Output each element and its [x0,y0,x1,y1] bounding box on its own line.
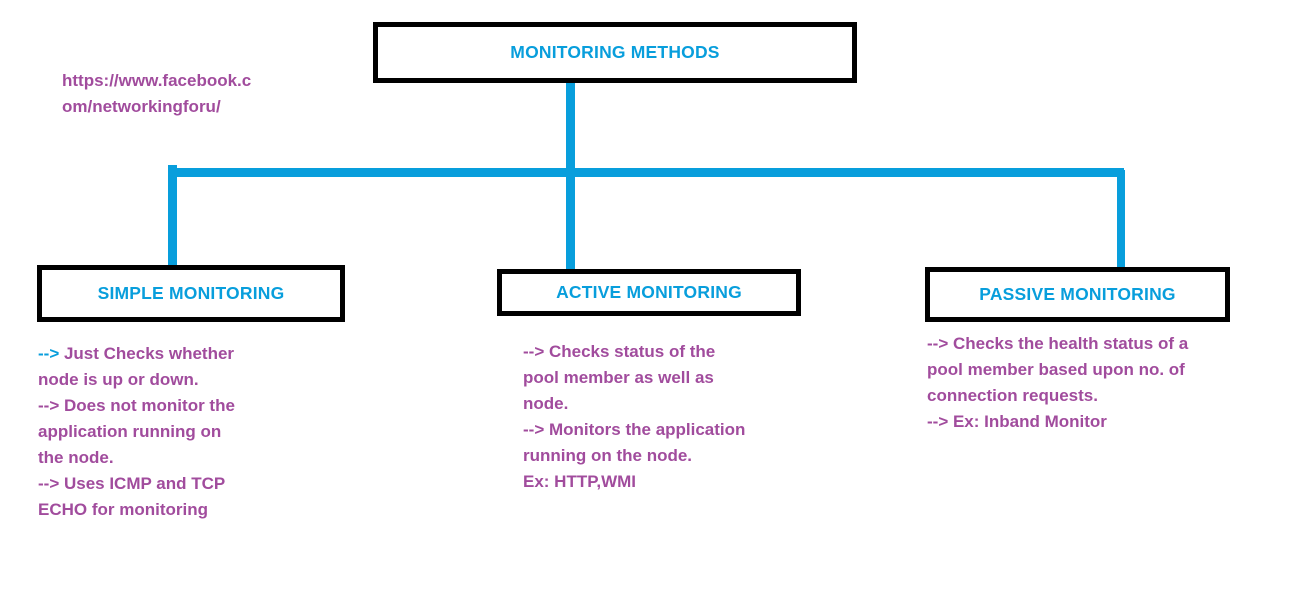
facebook-url-watermark: https://www.facebook.c om/networkingforu… [62,71,252,116]
connector-root-vertical-line [566,82,575,272]
simple-monitoring-description: --> Just Checks whether node is up or do… [38,341,235,523]
active-monitoring-node-box: ACTIVE MONITORING [497,269,801,316]
description-line: Ex: HTTP,WMI [523,472,637,491]
active-monitoring-description: --> Checks status of the pool member as … [523,339,745,495]
description-line: --> Just Checks whether [38,341,235,367]
connector-horizontal-line [168,168,1124,177]
description-line: pool member as well as [523,368,714,387]
description-line: pool member based upon no. of [927,360,1185,379]
description-line: --> Monitors the application [523,420,746,439]
blue-arrow-prefix: --> [38,344,60,363]
description-line: node is up or down. [38,370,199,389]
active-monitoring-title: ACTIVE MONITORING [556,282,742,302]
simple-monitoring-title: SIMPLE MONITORING [97,283,285,303]
passive-monitoring-title: PASSIVE MONITORING [979,284,1176,304]
description-line: --> Checks status of the [523,342,716,361]
description-line: connection requests. [927,386,1098,405]
passive-monitoring-description: --> Checks the health status of a pool m… [927,331,1188,435]
description-line: the node. [38,448,114,467]
description-line: --> Ex: Inband Monitor [927,412,1107,431]
description-line-text: Just Checks whether [59,344,235,363]
description-line: running on the node. [523,446,693,465]
connector-simple-vertical-line [168,165,177,266]
description-line: --> Checks the health status of a [927,334,1189,353]
description-line: application running on [38,422,222,441]
description-line: --> Uses ICMP and TCP [38,474,226,493]
description-line: ECHO for monitoring [38,500,208,519]
root-node-box: MONITORING METHODS [373,22,857,83]
description-line: --> Does not monitor the [38,396,235,415]
root-node-title: MONITORING METHODS [510,42,720,62]
connector-passive-vertical-line [1117,170,1125,268]
passive-monitoring-node-box: PASSIVE MONITORING [925,267,1230,322]
simple-monitoring-node-box: SIMPLE MONITORING [37,265,345,322]
description-line: node. [523,394,569,413]
